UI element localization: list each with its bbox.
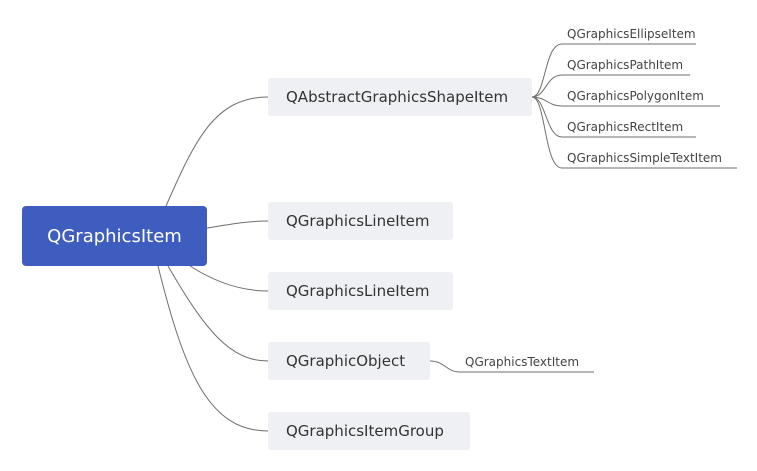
leaf-qgraphicsrectitem[interactable]: QGraphicsRectItem bbox=[567, 120, 684, 134]
node-qgraphicobject[interactable]: QGraphicObject bbox=[268, 342, 430, 380]
connector-shape-to-ellipse bbox=[531, 43, 696, 98]
connector-shape-to-polygon bbox=[531, 96, 720, 107]
connector-shape-to-simple-text bbox=[531, 96, 737, 169]
leaf-qgraphicsellipseitem[interactable]: QGraphicsEllipseItem bbox=[567, 27, 696, 41]
node-qgraphicsitemgroup[interactable]: QGraphicsItemGroup bbox=[268, 412, 470, 450]
connector-object-to-text-item bbox=[429, 360, 594, 373]
node-qgraphicslineitem-2[interactable]: QGraphicsLineItem bbox=[268, 272, 453, 310]
connector-shape-to-path bbox=[531, 74, 690, 98]
connector-root-to-item-group bbox=[157, 265, 269, 432]
connector-root-to-line-item-1 bbox=[206, 220, 269, 229]
node-label: QGraphicsItemGroup bbox=[286, 422, 444, 440]
node-label: QGraphicsLineItem bbox=[286, 282, 430, 300]
root-node-label: QGraphicsItem bbox=[47, 225, 182, 247]
node-label: QAbstractGraphicsShapeItem bbox=[286, 88, 509, 106]
node-label: QGraphicObject bbox=[286, 352, 406, 370]
leaf-qgraphicspathitem[interactable]: QGraphicsPathItem bbox=[567, 58, 684, 72]
connector-root-to-line-item-2 bbox=[189, 265, 269, 292]
node-qgraphicslineitem-1[interactable]: QGraphicsLineItem bbox=[268, 202, 453, 240]
connector-shape-to-rect bbox=[531, 96, 696, 138]
root-node-qgraphicsitem[interactable]: QGraphicsItem bbox=[22, 206, 207, 266]
leaf-qgraphicstextitem[interactable]: QGraphicsTextItem bbox=[465, 355, 580, 369]
leaf-qgraphicspolygonitem[interactable]: QGraphicsPolygonItem bbox=[567, 89, 704, 103]
node-qabstractgraphicsshapeitem[interactable]: QAbstractGraphicsShapeItem bbox=[268, 78, 532, 116]
connector-root-to-shape-item bbox=[165, 96, 269, 207]
connector-root-to-graphic-object bbox=[167, 265, 269, 362]
node-label: QGraphicsLineItem bbox=[286, 212, 430, 230]
leaf-qgraphicssimpletextitem[interactable]: QGraphicsSimpleTextItem bbox=[567, 151, 722, 165]
